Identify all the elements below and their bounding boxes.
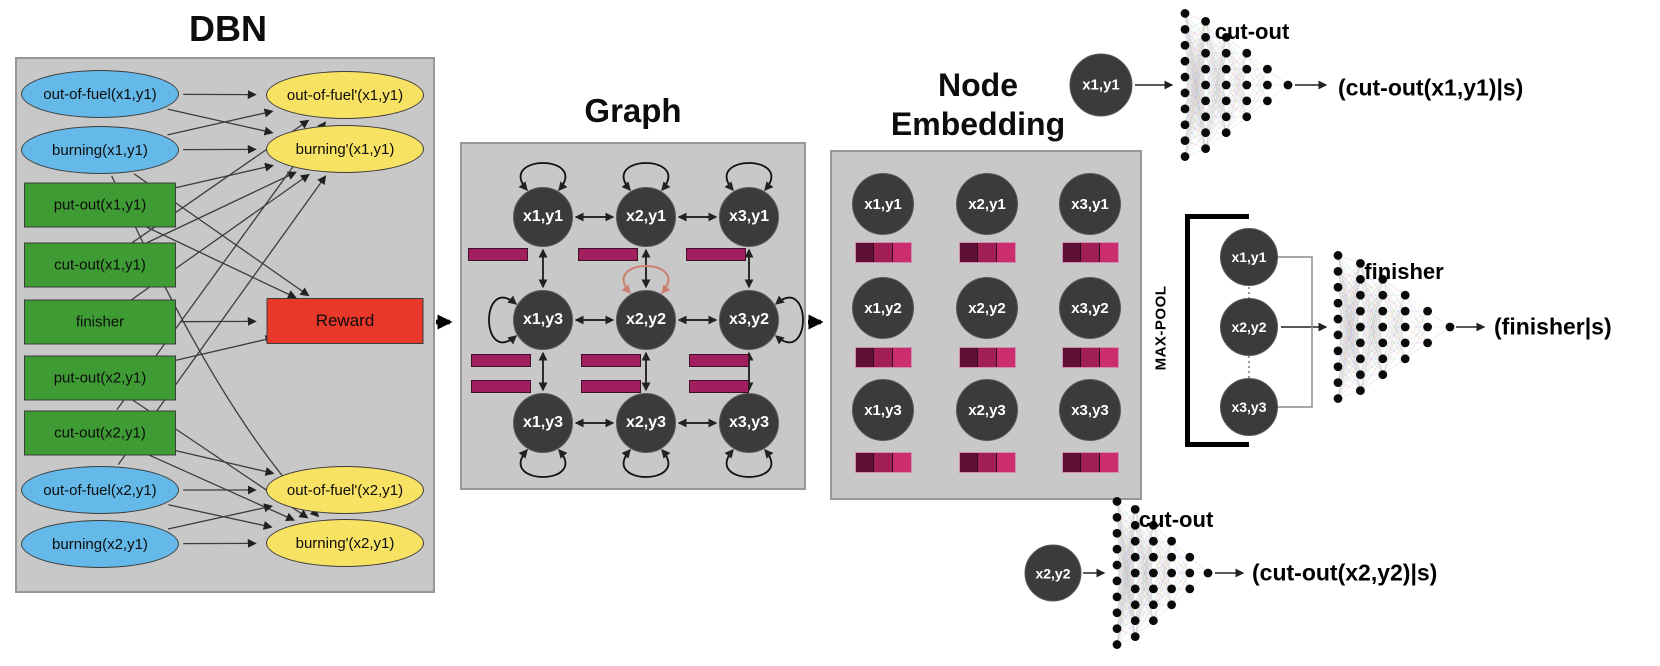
- maxpool-bracket: [1185, 214, 1190, 447]
- embedding-vector-segment: [960, 243, 979, 262]
- embedding-node-2-1: x2,y3: [956, 379, 1018, 441]
- dbn-node-burnp2: burning'(x2,y1): [266, 519, 424, 567]
- graph-bar: [468, 248, 528, 261]
- graph-node-0-0: x1,y1: [513, 187, 573, 247]
- graph-node-0-2: x3,y1: [719, 187, 779, 247]
- embedding-node-0-1: x2,y1: [956, 173, 1018, 235]
- embedding-node-1-2: x3,y2: [1059, 277, 1121, 339]
- graph-bar: [686, 248, 746, 261]
- graph-node-1-0: x1,y3: [513, 290, 573, 350]
- graph-bar: [578, 248, 638, 261]
- graph-node-2-1: x2,y3: [616, 393, 676, 453]
- graph-bar: [471, 354, 531, 367]
- graph-node-0-1: x2,y1: [616, 187, 676, 247]
- embedding-vector-segment: [996, 348, 1015, 367]
- maxpool-bracket-top: [1185, 214, 1249, 219]
- dbn-node-fin: finisher: [24, 299, 176, 345]
- embedding-vector-segment: [1063, 453, 1082, 472]
- embedding-vector-segment: [874, 348, 893, 367]
- embedding-node-1-0: x1,y2: [852, 277, 914, 339]
- dbn-node-burnp1: burning'(x1,y1): [266, 125, 424, 173]
- embedding-vector-bar: [1062, 347, 1119, 368]
- graph-node-1-1: x2,y2: [616, 290, 676, 350]
- embedding-title: Node Embedding: [891, 66, 1065, 144]
- embedding-vector-segment: [892, 453, 911, 472]
- embedding-vector-segment: [856, 453, 875, 472]
- embedding-vector-segment: [978, 243, 997, 262]
- embedding-vector-segment: [1099, 243, 1118, 262]
- embedding-vector-segment: [996, 453, 1015, 472]
- output-text-finisher: (finisher|s): [1494, 313, 1612, 340]
- net-label-cutout-top: cut-out: [1214, 19, 1290, 44]
- input-circle-x1y1-top: x1,y1: [1069, 53, 1133, 117]
- graph-bar: [689, 354, 749, 367]
- embedding-vector-segment: [960, 453, 979, 472]
- dbn-node-burn2: burning(x2,y1): [21, 520, 179, 568]
- graph-node-2-0: x1,y3: [513, 393, 573, 453]
- embedding-vector-bar: [959, 242, 1016, 263]
- dbn-node-oofp1: out-of-fuel'(x1,y1): [266, 71, 424, 119]
- graph-title: Graph: [584, 92, 682, 129]
- output-text-cutout-x1y1: (cut-out(x1,y1)|s): [1338, 74, 1524, 101]
- embedding-vector-segment: [1063, 243, 1082, 262]
- embedding-vector-bar: [855, 347, 912, 368]
- embedding-node-2-2: x3,y3: [1059, 379, 1121, 441]
- embedding-vector-segment: [1063, 348, 1082, 367]
- embedding-vector-segment: [1081, 453, 1100, 472]
- embedding-node-1-1: x2,y2: [956, 277, 1018, 339]
- maxpool-input-x1y1: x1,y1: [1220, 228, 1278, 286]
- maxpool-bracket-bottom: [1185, 442, 1249, 447]
- embedding-vector-bar: [959, 347, 1016, 368]
- dbn-node-po1: put-out(x1,y1): [24, 182, 176, 228]
- embedding-vector-bar: [855, 452, 912, 473]
- embedding-vector-bar: [855, 242, 912, 263]
- embedding-vector-segment: [1081, 243, 1100, 262]
- maxpool-input-x3y3: x3,y3: [1220, 378, 1278, 436]
- net-label-finisher: finisher: [1364, 259, 1444, 284]
- embedding-vector-segment: [856, 243, 875, 262]
- embedding-vector-segment: [960, 348, 979, 367]
- graph-bar: [581, 354, 641, 367]
- embedding-title-line2: Embedding: [890, 106, 1066, 142]
- graph-node-2-2: x3,y3: [719, 393, 779, 453]
- embedding-node-2-0: x1,y3: [852, 379, 914, 441]
- embedding-vector-segment: [1081, 348, 1100, 367]
- embedding-vector-segment: [996, 243, 1015, 262]
- dbn-node-co2: cut-out(x2,y1): [24, 410, 176, 456]
- embedding-vector-segment: [1099, 348, 1118, 367]
- graph-bar: [581, 380, 641, 393]
- maxpool-label: MAX-POOL: [1152, 285, 1170, 371]
- graph-bar: [689, 380, 749, 393]
- embedding-vector-bar: [959, 452, 1016, 473]
- embedding-vector-segment: [856, 348, 875, 367]
- graph-bar: [471, 380, 531, 393]
- output-text-cutout-x2y2: (cut-out(x2,y2)|s): [1252, 559, 1438, 586]
- dbn-title: DBN: [189, 8, 267, 49]
- embedding-vector-bar: [1062, 452, 1119, 473]
- dbn-node-reward: Reward: [266, 298, 424, 344]
- embedding-vector-segment: [978, 348, 997, 367]
- net-label-cutout-bottom: cut-out: [1138, 507, 1214, 532]
- maxpool-input-x2y2: x2,y2: [1220, 298, 1278, 356]
- embedding-vector-segment: [874, 453, 893, 472]
- dbn-node-co1: cut-out(x1,y1): [24, 242, 176, 288]
- embedding-vector-segment: [874, 243, 893, 262]
- embedding-node-0-2: x3,y1: [1059, 173, 1121, 235]
- dbn-node-oof1: out-of-fuel(x1,y1): [21, 70, 179, 118]
- embedding-node-0-0: x1,y1: [852, 173, 914, 235]
- dbn-node-po2: put-out(x2,y1): [24, 355, 176, 401]
- dbn-node-oofp2: out-of-fuel'(x2,y1): [266, 466, 424, 514]
- embedding-title-line1: Node: [938, 67, 1018, 103]
- dbn-node-burn1: burning(x1,y1): [21, 126, 179, 174]
- graph-node-1-2: x3,y2: [719, 290, 779, 350]
- embedding-vector-segment: [892, 348, 911, 367]
- embedding-vector-segment: [892, 243, 911, 262]
- embedding-vector-segment: [1099, 453, 1118, 472]
- embedding-vector-bar: [1062, 242, 1119, 263]
- embedding-vector-segment: [978, 453, 997, 472]
- dbn-node-oof2: out-of-fuel(x2,y1): [21, 466, 179, 514]
- input-circle-x2y2-bottom: x2,y2: [1024, 544, 1082, 602]
